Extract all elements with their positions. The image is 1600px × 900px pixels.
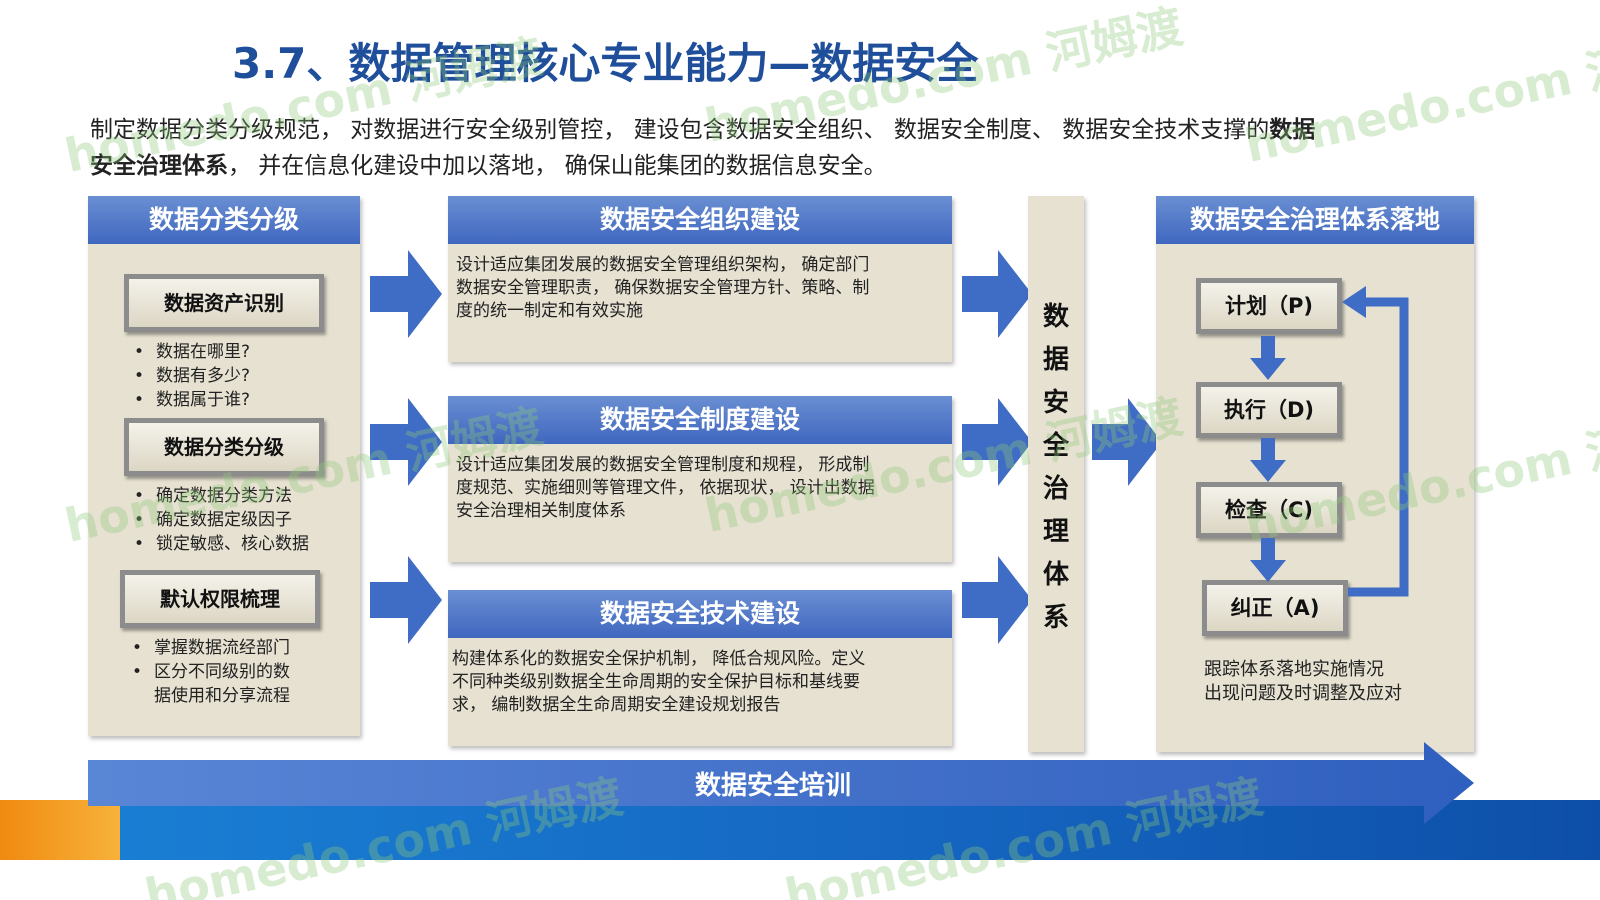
arrow-right-icon [962,556,1032,644]
intro-bold-1: 数据 [1269,117,1316,143]
list-item: 数据有多少? [134,364,250,388]
arrow-right-icon [370,556,442,644]
bottom-band [0,800,1600,860]
technology-panel: 数据安全技术建设 构建体系化的数据安全保护机制， 降低合规风险。定义 不同种类级… [448,590,952,746]
policy-description: 设计适应集团发展的数据安全管理制度和规程， 形成制 度规范、实施细则等管理文件，… [456,454,938,523]
classification-panel-title: 数据分类分级 [88,196,360,244]
arrow-right-icon [962,398,1032,486]
label-char: 全 [1042,431,1069,461]
list-item-line: 据使用和分享流程 [154,686,290,706]
technology-panel-title: 数据安全技术建设 [448,590,952,638]
description-line: 构建体系化的数据安全保护机制， 降低合规风险。定义 [452,649,866,669]
loop-back-arrow-icon [1342,286,1409,597]
arrow-right-icon [370,250,442,338]
pdca-act-step: 纠正（A) [1202,580,1348,636]
asset-identification-label: 数据资产识别 [164,291,284,315]
label-char: 体 [1042,560,1069,590]
arrow-down-icon [1250,336,1286,380]
description-line: 不同种类级别数据全生命周期的安全保护目标和基线要 [452,672,860,692]
description-line: 设计适应集团发展的数据安全管理组织架构， 确定部门 [456,255,870,275]
implementation-panel: 数据安全治理体系落地 计划（P) 执行（D) 检查（C) 纠正（A) 跟踪体系落… [1156,196,1474,752]
classification-panel: 数据分类分级 数据资产识别 数据在哪里? 数据有多少? 数据属于谁? 数据分类分… [88,196,360,736]
intro-text-start: 制定数据分类分级规范， 对数据进行安全级别管控， 建设包含数据安全组织、 数据安… [90,117,1270,143]
classification-box: 数据分类分级 [124,418,324,476]
note-line: 跟踪体系落地实施情况 [1204,659,1384,680]
pdca-check-step: 检查（C) [1196,482,1342,538]
pdca-plan-step: 计划（P) [1196,278,1342,334]
training-label: 数据安全培训 [694,771,851,801]
arrow-right-icon [370,398,442,486]
label-char: 理 [1042,517,1069,547]
arrow-right-icon [1092,398,1162,486]
description-line: 设计适应集团发展的数据安全管理制度和规程， 形成制 [456,455,870,475]
label-char: 据 [1042,345,1069,375]
intro-bold-2: 安全治理体系 [90,153,228,179]
technology-description: 构建体系化的数据安全保护机制， 降低合规风险。定义 不同种类级别数据全生命周期的… [452,648,938,717]
label-char: 数 [1042,302,1069,332]
list-item: 掌握数据流经部门 [132,636,290,660]
policy-panel-title: 数据安全制度建设 [448,396,952,444]
bottom-accent [0,800,120,860]
arrow-right-icon [962,250,1032,338]
organization-description: 设计适应集团发展的数据安全管理组织架构， 确定部门 数据安全管理职责， 确保数据… [456,254,938,323]
list-item: 数据在哪里? [134,340,250,364]
training-arrow-icon [88,742,1474,824]
list-item-line: 区分不同级别的数 [154,662,290,682]
arrow-down-icon [1250,438,1286,482]
list-item: 确定数据定级因子 [134,508,309,532]
organization-panel: 数据安全组织建设 设计适应集团发展的数据安全管理组织架构， 确定部门 数据安全管… [448,196,952,362]
permission-review-label: 默认权限梳理 [160,587,280,611]
description-line: 度规范、实施细则等管理文件， 依据现状， 设计出数据 [456,478,875,498]
list-item: 锁定敏感、核心数据 [134,532,309,556]
label-char: 系 [1042,603,1069,633]
description-line: 安全治理相关制度体系 [456,501,626,521]
classification-list: 确定数据分类方法 确定数据定级因子 锁定敏感、核心数据 [134,484,309,556]
permission-review-box: 默认权限梳理 [120,570,320,628]
list-item: 确定数据分类方法 [134,484,309,508]
tracking-notes: 跟踪体系落地实施情况 出现问题及时调整及应对 [1204,658,1402,706]
label-char: 安 [1042,388,1069,418]
asset-identification-list: 数据在哪里? 数据有多少? 数据属于谁? [134,340,250,412]
label-char: 治 [1042,474,1069,504]
pdca-do-step: 执行（D) [1196,382,1342,438]
description-line: 度的统一制定和有效实施 [456,301,643,321]
intro-paragraph: 制定数据分类分级规范， 对数据进行安全级别管控， 建设包含数据安全组织、 数据安… [90,112,1490,184]
note-line: 出现问题及时调整及应对 [1204,683,1402,704]
intro-text-end: ， 并在信息化建设中加以落地， 确保山能集团的数据信息安全。 [228,153,887,179]
page-title: 3.7、数据管理核心专业能力—数据安全 [232,39,979,88]
organization-panel-title: 数据安全组织建设 [448,196,952,244]
implementation-panel-title: 数据安全治理体系落地 [1156,196,1474,244]
arrow-down-icon [1250,538,1286,582]
description-line: 数据安全管理职责， 确保数据安全管理方针、策略、制 [456,278,870,298]
list-item: 数据属于谁? [134,388,250,412]
description-line: 求， 编制数据全生命周期安全建设规划报告 [452,695,781,715]
governance-system-column: 数 据 安 全 治 理 体 系 [1028,196,1084,752]
policy-panel: 数据安全制度建设 设计适应集团发展的数据安全管理制度和规程， 形成制 度规范、实… [448,396,952,562]
asset-identification-box: 数据资产识别 [124,274,324,332]
classification-label: 数据分类分级 [164,435,284,459]
governance-system-label: 数 据 安 全 治 理 体 系 [1028,296,1084,640]
